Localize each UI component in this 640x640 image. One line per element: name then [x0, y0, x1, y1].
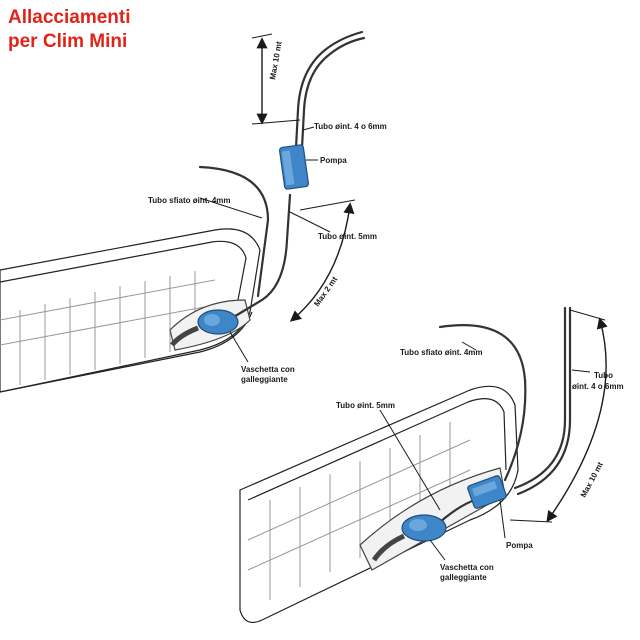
title-line-2: per Clim Mini	[8, 31, 128, 52]
label-vaschetta-2b: galleggiante	[440, 573, 487, 582]
label-vaschetta-2a: Vaschetta con	[440, 563, 494, 572]
title-line-1: Allacciamenti	[8, 7, 131, 28]
label-tubo-sfiato-1: Tubo sfiato øint. 4mm	[148, 196, 231, 205]
float-tank-1	[170, 309, 239, 347]
label-tubo-sfiato-2: Tubo sfiato øint. 4mm	[400, 348, 483, 357]
label-tubo-5-1: Tubo øint. 5mm	[318, 232, 377, 241]
label-pompa-2: Pompa	[506, 541, 533, 550]
float-tank-2	[371, 514, 447, 562]
label-tubo-4-6-1: Tubo øint. 4 o 6mm	[314, 122, 387, 131]
label-tubo-46-2b: øint. 4 o 6mm	[572, 382, 624, 391]
tubes-1	[198, 30, 366, 320]
pump-1	[278, 144, 310, 190]
diagram-1: Max 10 mt Max 2 mt Tubo øint. 4 o 6mm Po…	[0, 30, 387, 393]
label-pompa-1: Pompa	[320, 156, 347, 165]
page-title: Allacciamenti per Clim Mini	[8, 6, 131, 54]
label-tubo-5-2: Tubo øint. 5mm	[336, 401, 395, 410]
pump-2	[467, 475, 507, 509]
label-vaschetta-1a: Vaschetta con	[241, 365, 295, 374]
label-max-10-2: Max 10 mt	[579, 460, 605, 499]
label-vaschetta-1b: galleggiante	[241, 375, 288, 384]
label-max-10-1: Max 10 mt	[268, 40, 284, 80]
diagram-2: Max 10 mt Tubo sfiato øint. 4mm Tubo øin…	[239, 306, 624, 623]
label-tubo-46-2a: Tubo	[594, 371, 613, 380]
